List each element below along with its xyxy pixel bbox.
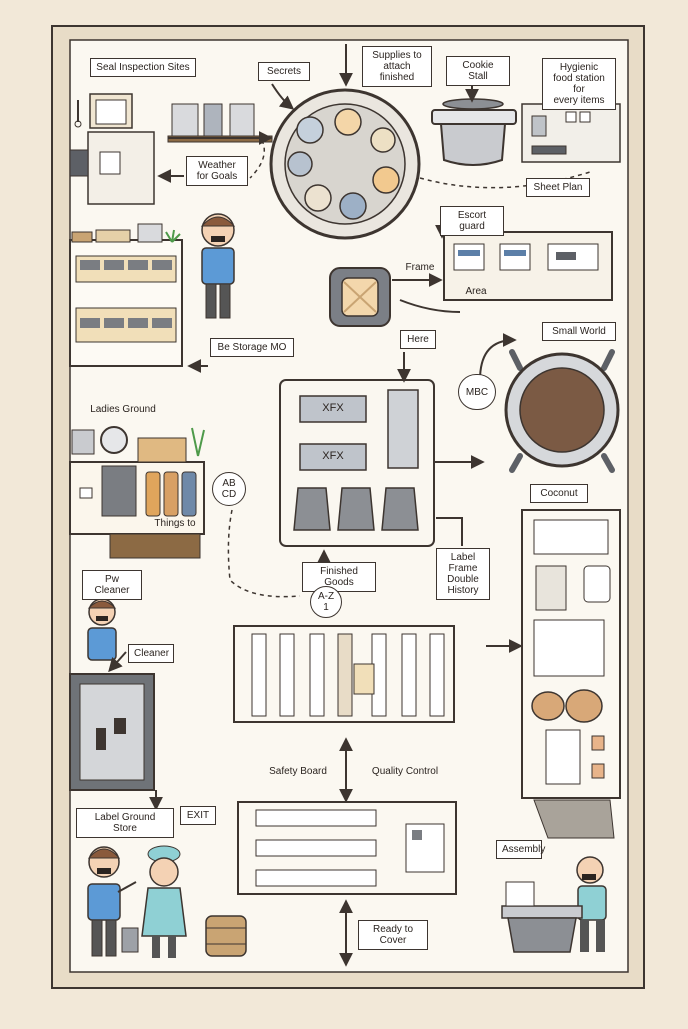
label-panel-2: XFX <box>322 450 344 462</box>
oven-icon <box>69 131 155 205</box>
chef-icon <box>141 845 187 958</box>
label-storage: Be Storage MO <box>210 338 294 357</box>
area-room <box>443 231 613 301</box>
cabinet-icon <box>69 223 183 367</box>
label-finished-goods: Finished Goods <box>302 562 376 592</box>
label-secrets: Secrets <box>258 62 310 81</box>
label-frame: Frame <box>405 262 435 273</box>
label-assembly: Assembly <box>496 840 545 859</box>
barrel-icon <box>121 915 247 957</box>
worker-icon <box>200 213 236 319</box>
label-hygiene-note: Hygienic food station for every items <box>542 58 616 110</box>
label-panel-1: XFX <box>322 402 344 414</box>
central-machine <box>279 379 435 547</box>
chef-icon <box>576 856 607 952</box>
locker-icon <box>69 673 155 791</box>
label-label-ground: Label Ground Store <box>76 808 174 838</box>
serving-tray-icon <box>269 88 421 240</box>
bottle-icon <box>191 427 205 457</box>
label-seal-storage: Seal Inspection Sites <box>90 58 196 77</box>
label-mbc: MBC <box>458 374 496 410</box>
worker-icon <box>87 846 121 957</box>
label-here: Here <box>400 330 436 349</box>
label-exit: EXIT <box>180 806 216 825</box>
label-pw-cleaner: Pw Cleaner <box>82 570 142 600</box>
label-coconut: Coconut <box>530 484 588 503</box>
label-ladies-ground: Ladies Ground <box>90 404 156 415</box>
label-cleaner: Cleaner <box>128 644 174 663</box>
label-small-world: Small World <box>542 322 616 341</box>
label-safety-board: Safety Board <box>269 766 327 777</box>
label-quality-control: Quality Control <box>371 766 439 777</box>
flow-arrows <box>108 44 523 967</box>
prep-station <box>69 426 205 559</box>
label-weather: Weather for Goals <box>186 156 248 186</box>
label-supplies: Supplies to attach finished <box>362 46 432 87</box>
label-bottles: Things to <box>154 518 196 529</box>
label-cookie-stall: Cookie Stall <box>446 56 510 86</box>
cooking-pot-icon <box>501 881 583 953</box>
dashed-paths <box>227 139 591 598</box>
packaging-tray <box>237 801 457 895</box>
counter-cabinet-icon <box>74 93 133 129</box>
label-area: Area <box>465 286 487 297</box>
coconut-column <box>521 509 621 839</box>
plant-icon <box>165 229 181 243</box>
bread-icon <box>329 267 391 327</box>
label-escort-guard: Escort guard <box>440 206 504 236</box>
label-ready-to-cover: Ready to Cover <box>358 920 428 950</box>
label-badge-ab: AB CD <box>212 472 246 506</box>
conveyor-belt-icon <box>233 625 455 723</box>
label-label-frame: Label Frame Double History <box>436 548 490 600</box>
frying-pan-icon <box>504 349 620 473</box>
cooking-pot-icon <box>431 98 517 166</box>
label-sheet-plan: Sheet Plan <box>526 178 590 197</box>
shelf-icon <box>167 103 273 143</box>
control-panel-icon <box>521 103 621 163</box>
worker-icon <box>87 598 117 661</box>
label-az-badge: A-Z 1 <box>310 586 342 618</box>
